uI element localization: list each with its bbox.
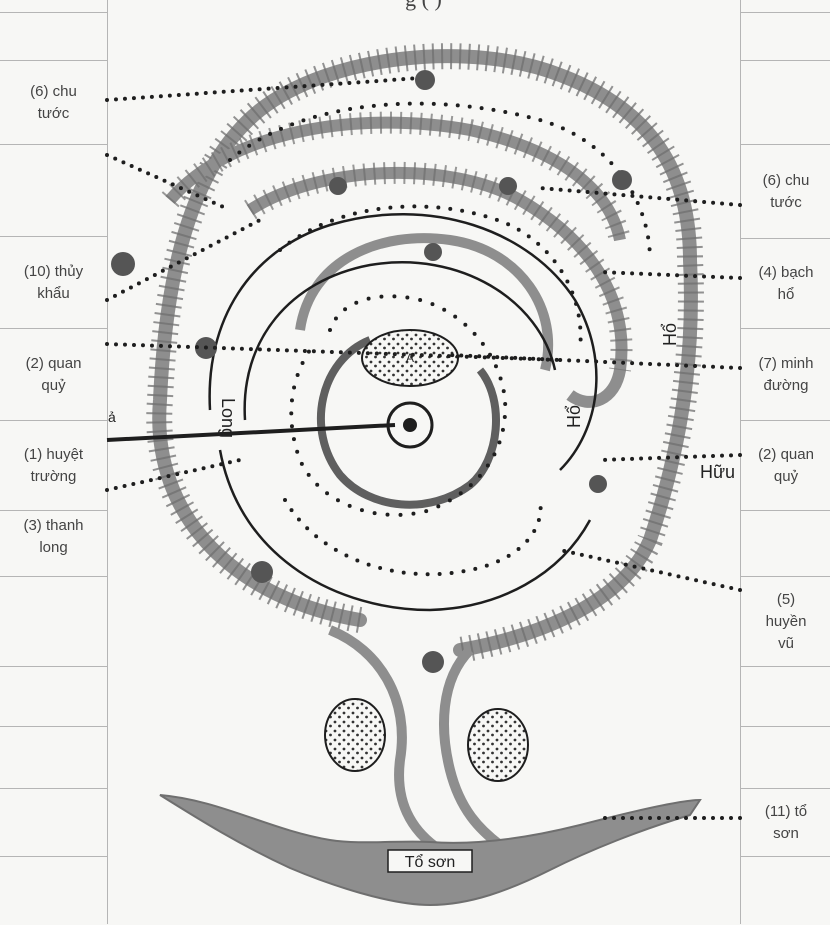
long-label: Long	[218, 398, 238, 438]
knob	[329, 177, 347, 195]
mound-a-label: A	[406, 351, 414, 365]
lower-left-speckled-mound	[325, 699, 385, 771]
lower-right-speckled-mound	[468, 709, 528, 781]
ho-label-lower: Hổ	[564, 405, 584, 428]
huyet-center-dot	[403, 418, 417, 432]
knob	[415, 70, 435, 90]
knob	[111, 252, 135, 276]
knob	[424, 243, 442, 261]
left-edge-mark: ả	[108, 409, 116, 425]
knob	[612, 170, 632, 190]
knob	[499, 177, 517, 195]
to-son-label: Tổ sơn	[405, 853, 456, 871]
huu-label: Hữu	[700, 462, 735, 482]
knob	[251, 561, 273, 583]
ho-label-upper: Hổ	[660, 323, 680, 346]
qi-flow-dotted-tail	[285, 500, 541, 574]
knob	[422, 651, 444, 673]
knob	[589, 475, 607, 493]
